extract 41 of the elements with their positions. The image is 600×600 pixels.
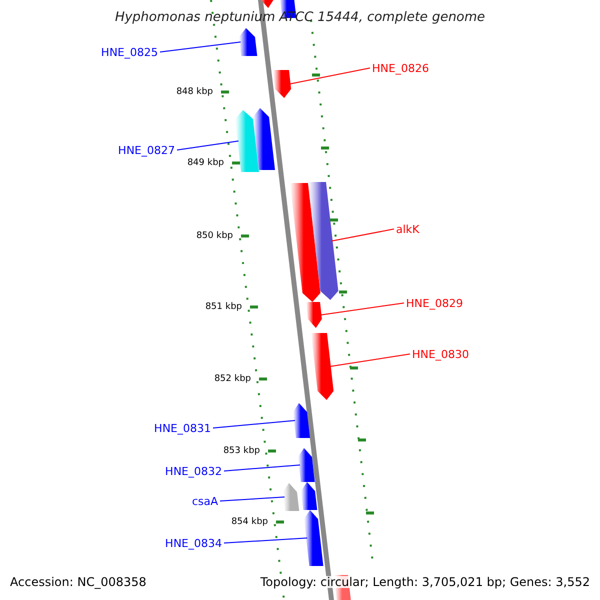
gene-block: [293, 403, 310, 438]
gene-label: HNE_0830: [412, 348, 469, 360]
leader-line: [331, 228, 394, 242]
gene-label: HNE_0827: [118, 144, 175, 156]
gene-block: [298, 448, 315, 482]
leader-line: [212, 420, 296, 428]
title: Hyphomonas neptunium ATCC 15444, complete genome: [114, 10, 486, 24]
gene-label: HNE_0831: [154, 422, 211, 434]
scale-label: 853 kbp: [223, 446, 260, 456]
leader-line: [220, 496, 286, 502]
gene-label: HNE_0826: [372, 62, 429, 74]
scale-label: 851 kbp: [205, 302, 242, 312]
gene-block: [273, 70, 292, 98]
gene-block: [301, 482, 318, 510]
gene-label: csaA: [192, 496, 218, 506]
gene-label: HNE_0832: [165, 466, 222, 476]
leader-line: [224, 538, 308, 544]
leader-line: [289, 68, 370, 84]
leader-line: [320, 302, 404, 316]
scale-label: 848 kbp: [176, 88, 213, 96]
gene-label: alkK: [396, 224, 420, 234]
gene-label: HNE_0829: [406, 298, 463, 308]
leader-line: [160, 42, 242, 52]
gene-block: [258, 0, 274, 8]
scale-label: 850 kbp: [196, 232, 233, 240]
leader-line: [224, 464, 300, 472]
gene-block: [283, 483, 300, 511]
gene-block: [311, 333, 334, 400]
accession-text: Accession: NC_008358: [10, 576, 146, 588]
leader-line: [329, 354, 410, 367]
scale-label: 854 kbp: [231, 518, 268, 526]
genome-info-text: Topology: circular; Length: 3,705,021 bp; Genes: 3,552: [260, 576, 590, 588]
gene-block: [253, 108, 275, 170]
gene-block: [290, 183, 320, 302]
scale-label: 849 kbp: [187, 158, 224, 168]
gene-label: HNE_0825: [101, 46, 158, 58]
gene-label: HNE_0834: [165, 538, 222, 548]
gene-block: [306, 302, 322, 328]
leader-line: [176, 140, 239, 150]
scale-label: 852 kbp: [214, 374, 251, 384]
gene-block: [308, 182, 338, 300]
